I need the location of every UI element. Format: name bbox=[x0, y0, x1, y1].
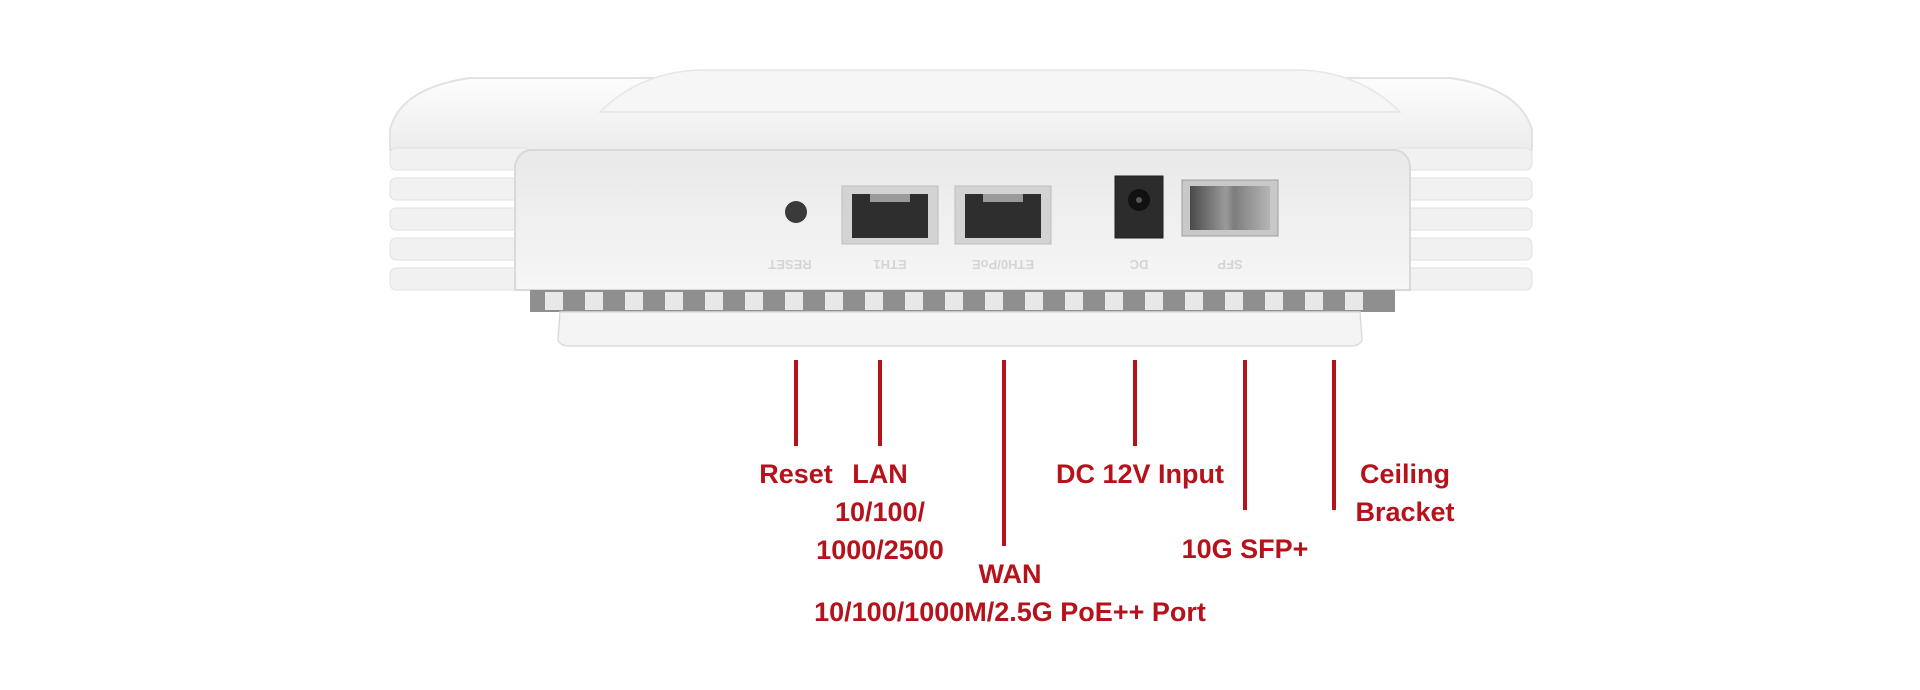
reset-pinhole bbox=[785, 201, 807, 223]
label-dc: DC 12V Input bbox=[1040, 455, 1240, 493]
label-wan: WAN 10/100/1000M/2.5G PoE++ Port bbox=[770, 555, 1250, 631]
label-ceiling: Ceiling Bracket bbox=[1340, 455, 1470, 531]
label-ceiling-line-1: Ceiling bbox=[1359, 459, 1450, 489]
label-reset: Reset bbox=[735, 455, 857, 493]
left-side-fins bbox=[389, 147, 531, 291]
label-reset-line-1: Reset bbox=[759, 459, 833, 489]
label-ceiling-line-2: Bracket bbox=[1355, 497, 1455, 527]
label-dc-line-1: DC 12V Input bbox=[1055, 459, 1224, 489]
wan-port bbox=[954, 185, 1052, 245]
marking-eth1: ETH1 bbox=[873, 257, 906, 272]
marking-sfp: SFP bbox=[1217, 257, 1243, 272]
ceiling-bracket-base bbox=[557, 311, 1363, 347]
label-lan-line-3: 1000/2500 bbox=[816, 535, 944, 565]
vent-strip bbox=[530, 290, 1395, 312]
label-sfp: 10G SFP+ bbox=[1170, 530, 1320, 568]
label-wan-line-2: 10/100/1000M/2.5G PoE++ Port bbox=[814, 597, 1206, 627]
device-top-dome bbox=[598, 69, 1402, 113]
label-lan: LAN 10/100/ 1000/2500 bbox=[790, 455, 970, 569]
right-side-fins bbox=[1394, 147, 1533, 291]
lan-port bbox=[841, 185, 939, 245]
sfp-cage bbox=[1181, 179, 1279, 237]
label-lan-line-2: 10/100/ bbox=[834, 497, 926, 527]
label-lan-line-1: LAN bbox=[852, 459, 908, 489]
marking-dc: DC bbox=[1129, 257, 1148, 272]
dc-jack bbox=[1114, 175, 1164, 239]
label-sfp-line-1: 10G SFP+ bbox=[1181, 534, 1309, 564]
marking-eth0: ETH0/PoE bbox=[972, 257, 1034, 272]
callout-lines bbox=[794, 360, 1336, 546]
label-wan-line-1: WAN bbox=[978, 559, 1042, 589]
marking-reset: RESET bbox=[768, 257, 811, 272]
port-markings: RESET ETH1 ETH0/PoE DC SFP bbox=[768, 257, 1242, 272]
